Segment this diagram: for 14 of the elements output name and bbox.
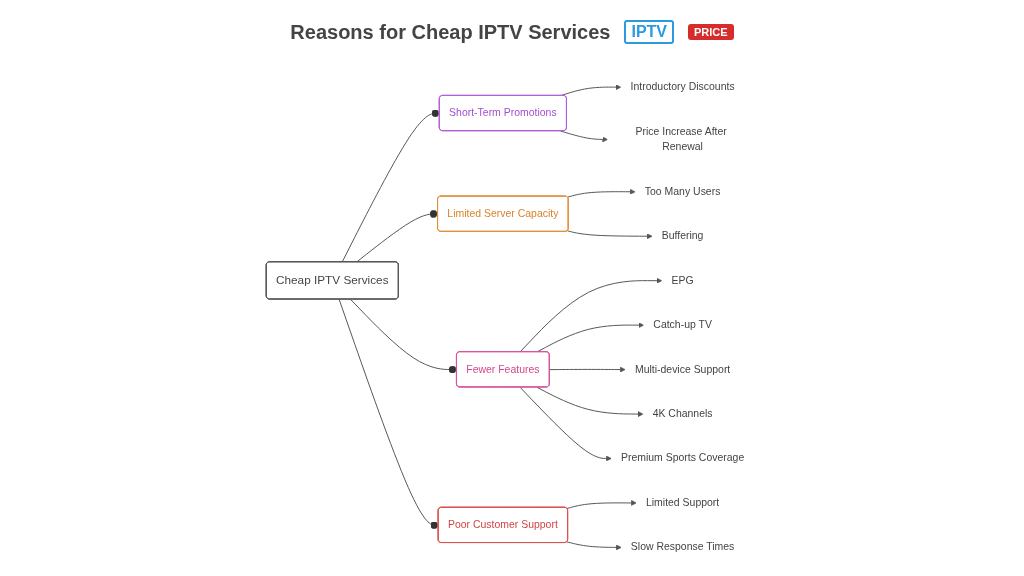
tv-icon: IPTV (624, 20, 675, 44)
node-text: EPG (671, 274, 694, 286)
node-text: Introductory Discounts (630, 81, 735, 93)
price-tag-icon: PRICE (688, 24, 734, 40)
diagram-title: Reasons for Cheap IPTV Services (290, 20, 611, 44)
node-text: Catch-up TV (653, 318, 712, 331)
node-text: Multi-device Support (634, 363, 731, 375)
node-text: Buffering (661, 230, 704, 242)
node-text: Limited Support (645, 496, 720, 508)
node-text: Premium Sports Coverage (620, 452, 745, 464)
node-text: Price Increase After Renewal (635, 125, 727, 153)
node-text: Too Many Users (644, 185, 721, 197)
node-text: Slow Response Times (630, 541, 735, 553)
node-text: 4K Channels (652, 407, 713, 419)
